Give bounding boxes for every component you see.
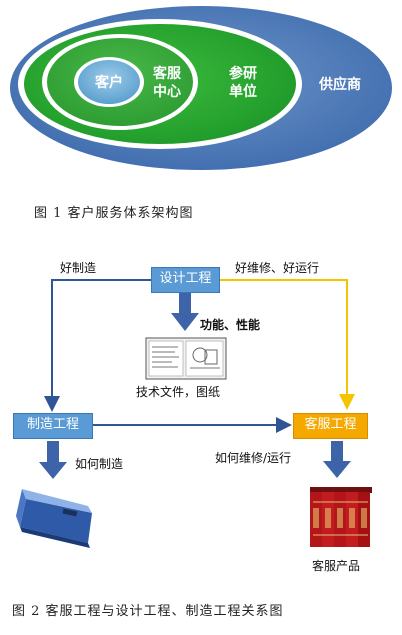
label-tech-docs: 技术文件，图纸 — [136, 385, 221, 399]
tech-document-image — [145, 337, 227, 380]
service-system-diagram: 客户 客服 中心 参研 单位 供应商 — [10, 6, 392, 170]
block-arrow-service-down — [323, 441, 351, 478]
label-service-products: 客服产品 — [312, 559, 361, 573]
label-participant-2: 单位 — [229, 83, 257, 100]
flow-design-to-manufacturing — [44, 279, 152, 412]
label-service-center-2: 中心 — [153, 83, 181, 100]
label-how-to-make: 如何制造 — [75, 457, 124, 471]
label-good-manufacturing: 好制造 — [60, 261, 97, 275]
label-customer: 客户 — [94, 74, 123, 91]
figure1-caption: 图 1 客户服务体系架构图 — [34, 206, 194, 221]
flow-design-to-service — [218, 279, 355, 410]
label-participant-1: 参研 — [229, 65, 257, 82]
block-arrow-design-down — [171, 291, 199, 331]
figure2-caption: 图 2 客服工程与设计工程、制造工程关系图 — [12, 604, 284, 619]
manufacturing-engineering-box: 制造工程 — [13, 413, 93, 439]
label-good-maintenance: 好维修、好运行 — [235, 261, 320, 275]
label-how-to-maintain: 如何维修/运行 — [215, 451, 292, 465]
label-supplier: 供应商 — [318, 76, 361, 93]
label-function-performance: 功能、性能 — [200, 318, 261, 332]
design-engineering-box: 设计工程 — [151, 267, 220, 293]
label-service-center-1: 客服 — [152, 65, 182, 82]
binder-image — [16, 489, 92, 548]
block-arrow-manufacturing-down — [39, 441, 67, 479]
book-set-image — [310, 487, 372, 547]
service-engineering-box: 客服工程 — [293, 413, 368, 439]
